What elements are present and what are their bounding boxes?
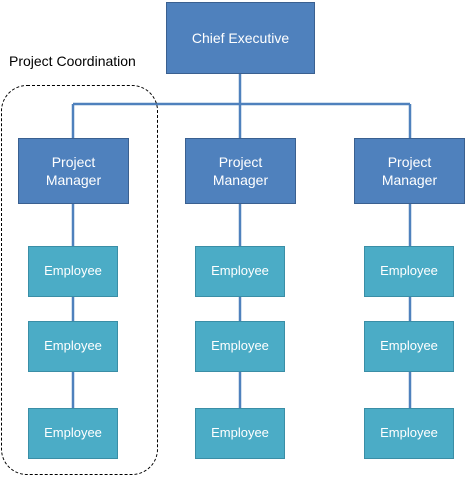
employee-label: Employee <box>380 338 438 354</box>
employee-label: Employee <box>211 425 269 441</box>
employee-box: Employee <box>28 246 118 297</box>
employee-box: Employee <box>28 321 118 372</box>
manager-label: Project Manager <box>381 153 438 188</box>
manager-label: Project Manager <box>45 153 102 188</box>
project-coordination-frame <box>1 85 158 475</box>
employee-box: Employee <box>364 408 454 459</box>
manager-label: Project Manager <box>212 153 269 188</box>
manager-box-2: Project Manager <box>185 138 296 204</box>
employee-label: Employee <box>211 338 269 354</box>
employee-box: Employee <box>195 321 285 372</box>
employee-label: Employee <box>44 425 102 441</box>
chief-executive-label: Chief Executive <box>191 29 290 46</box>
employee-box: Employee <box>364 246 454 297</box>
employee-label: Employee <box>211 263 269 279</box>
employee-box: Employee <box>195 246 285 297</box>
employee-box: Employee <box>28 408 118 459</box>
group-label: Project Coordination <box>9 53 136 69</box>
chief-executive-box: Chief Executive <box>166 2 315 74</box>
employee-label: Employee <box>380 263 438 279</box>
employee-label: Employee <box>44 338 102 354</box>
manager-box-1: Project Manager <box>18 138 129 204</box>
employee-label: Employee <box>44 263 102 279</box>
employee-box: Employee <box>195 408 285 459</box>
manager-box-3: Project Manager <box>354 138 465 204</box>
employee-label: Employee <box>380 425 438 441</box>
employee-box: Employee <box>364 321 454 372</box>
